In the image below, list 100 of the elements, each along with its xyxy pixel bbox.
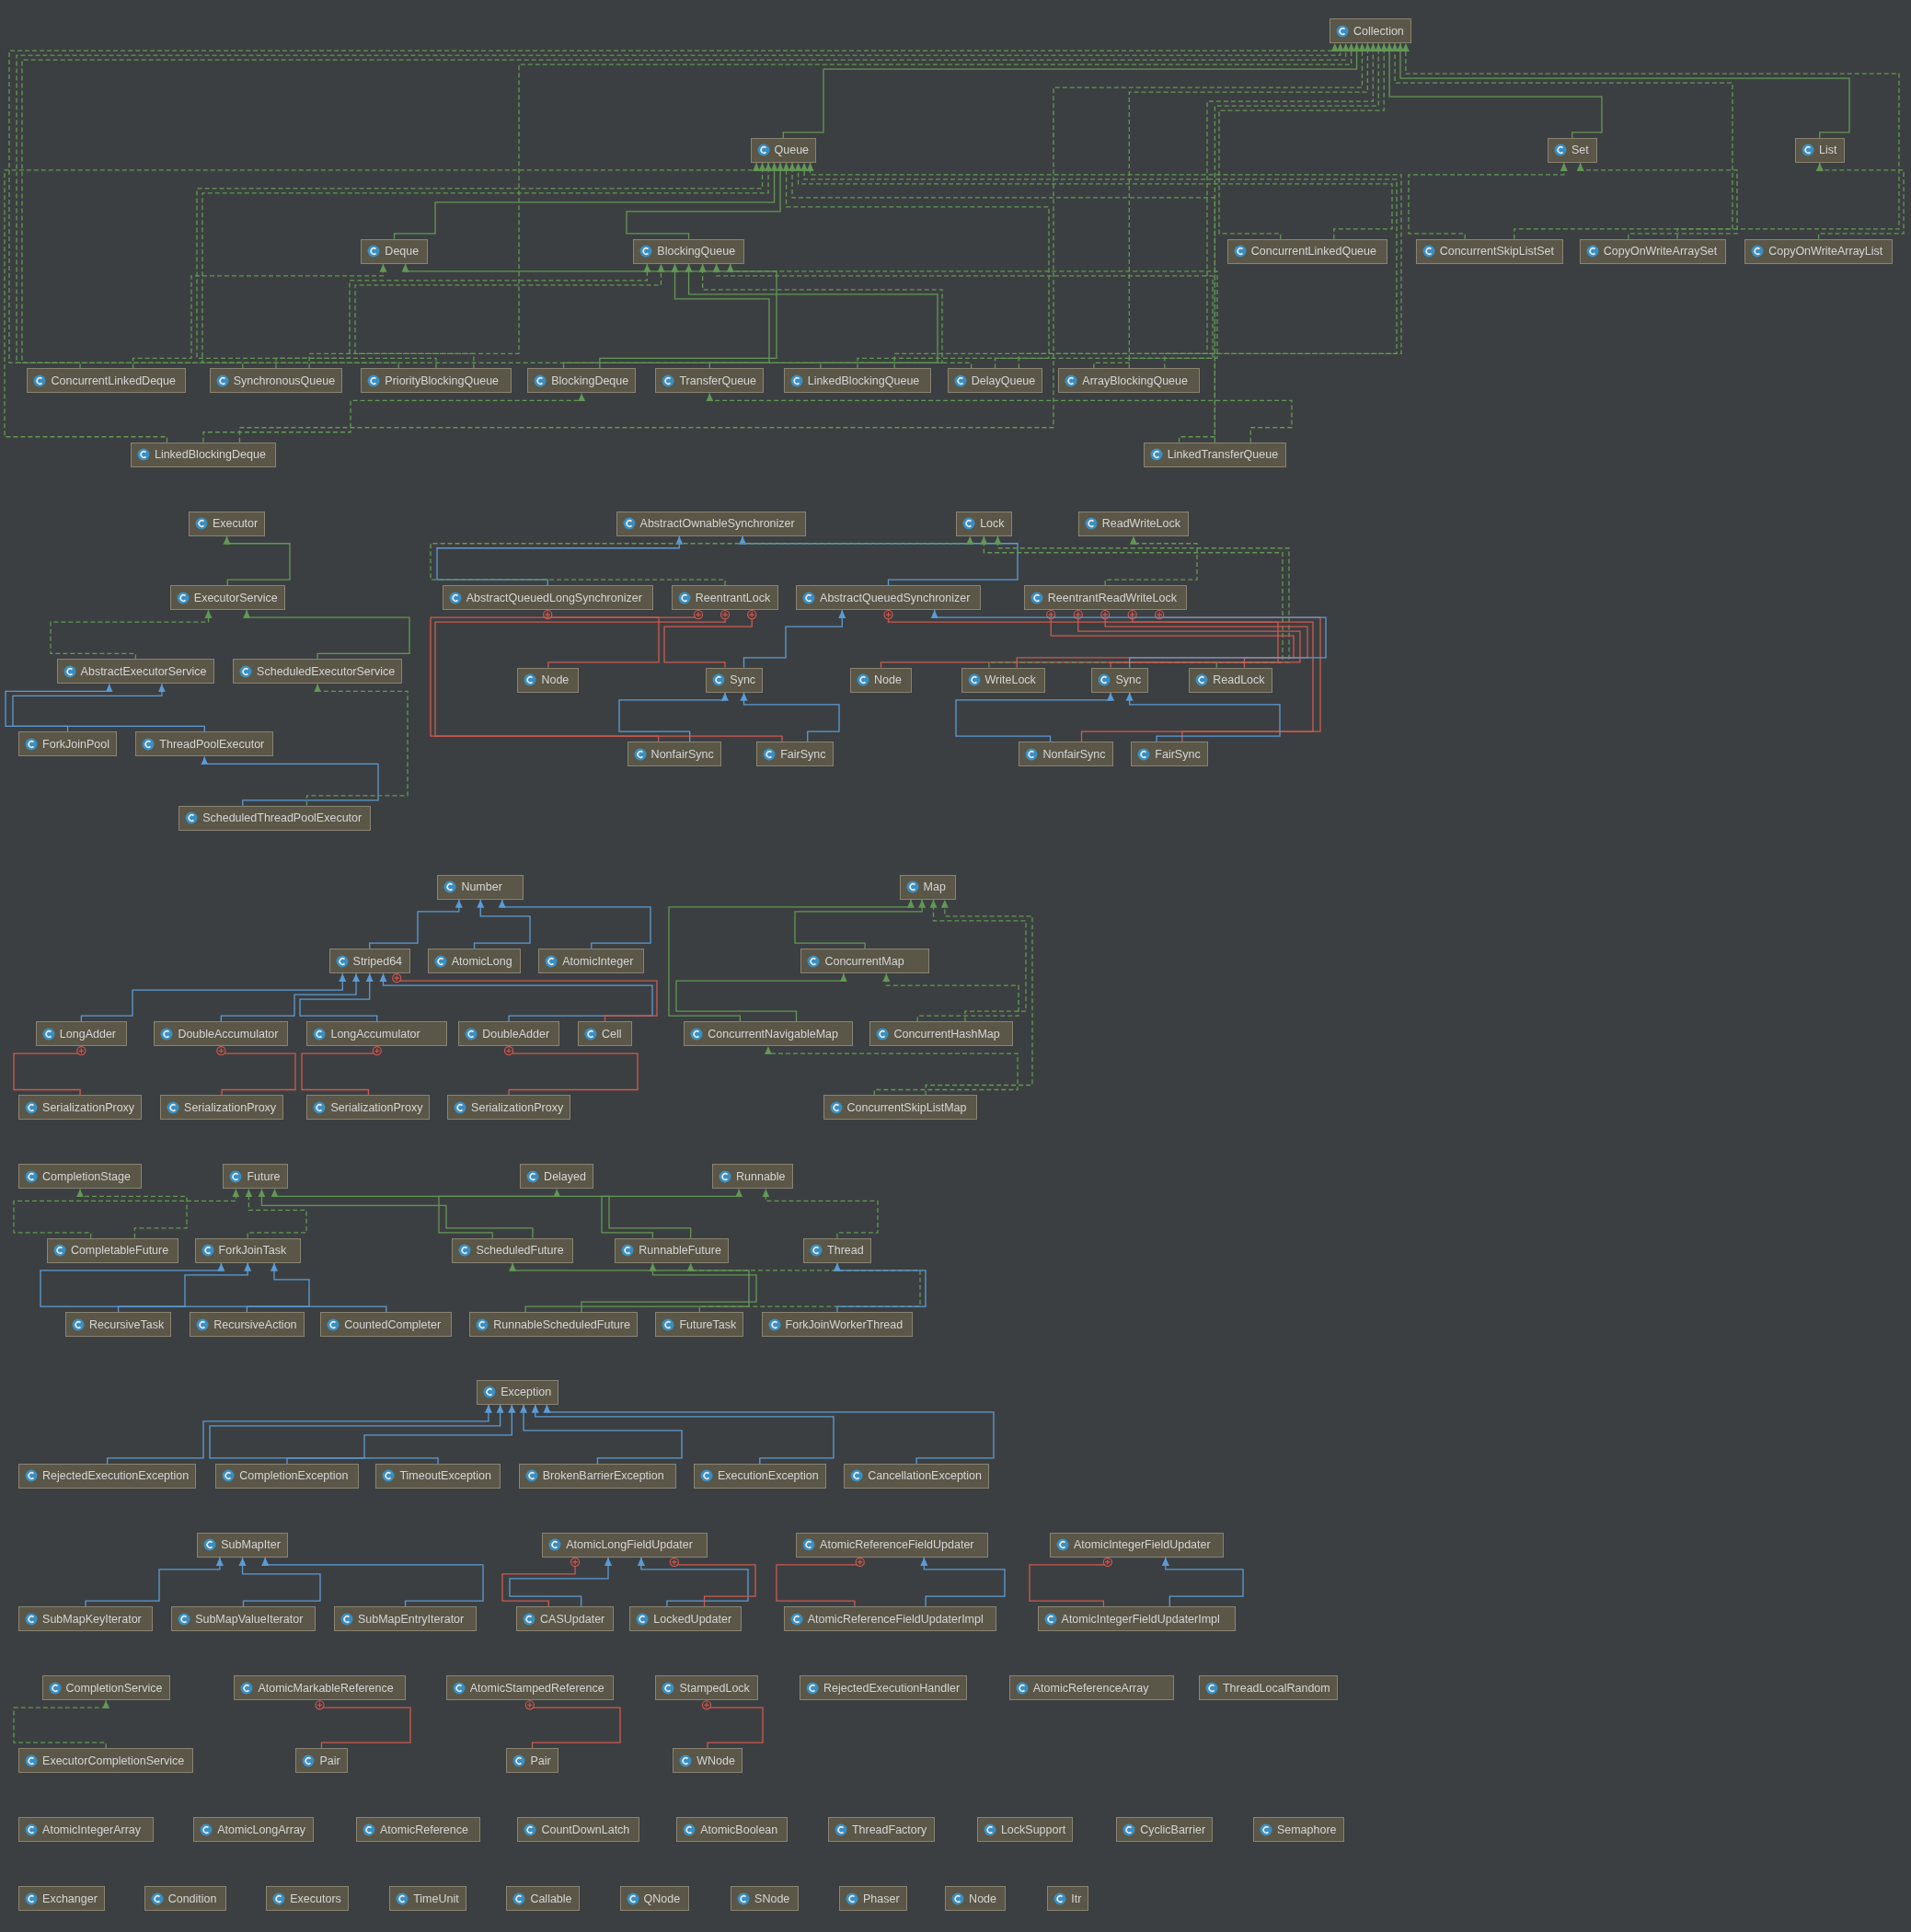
- class-name: AtomicReferenceFieldUpdaterImpl: [807, 1612, 984, 1626]
- class-name: Pair: [319, 1754, 340, 1767]
- class-name: ForkJoinTask: [218, 1244, 287, 1258]
- class-box: [800, 1675, 968, 1701]
- class-box: [619, 1886, 689, 1912]
- class-name: RunnableFuture: [639, 1244, 721, 1258]
- class-box: [1415, 238, 1564, 264]
- inheritance-arrow: [238, 42, 1366, 443]
- class-box: [154, 1021, 289, 1047]
- class-box: [234, 1675, 406, 1701]
- class-box: [1131, 742, 1208, 767]
- class-name: Executor: [212, 517, 259, 531]
- inheritance-arrow: [920, 1557, 1006, 1607]
- class-name: SerializationProxy: [471, 1101, 564, 1114]
- class-box: [209, 368, 343, 394]
- inheritance-arrow: [706, 392, 1293, 443]
- inheritance-arrow: [531, 1404, 835, 1465]
- class-box: [976, 1817, 1074, 1843]
- class-box: [18, 1748, 194, 1774]
- inheritance-arrow: [369, 899, 463, 949]
- class-box: [945, 1886, 1006, 1912]
- class-name: BlockingDeque: [551, 374, 629, 387]
- class-name: BlockingQueue: [657, 245, 736, 259]
- class-name: AbstractOwnableSynchronizer: [639, 517, 795, 531]
- class-name: LongAdder: [59, 1027, 116, 1041]
- inheritance-arrow: [955, 692, 1115, 742]
- inheritance-arrow: [1815, 162, 1905, 240]
- class-box: [506, 1886, 580, 1912]
- class-box: [1077, 511, 1190, 536]
- class-name: ThreadFactory: [851, 1823, 927, 1836]
- class-name: ConcurrentNavigableMap: [708, 1027, 838, 1041]
- class-box: [427, 949, 522, 974]
- class-name: AtomicMarkableReference: [258, 1681, 394, 1695]
- class-name: ExecutionException: [717, 1469, 819, 1483]
- inheritance-arrow: [13, 1188, 240, 1239]
- class-box: [518, 1463, 677, 1489]
- inheritance-arrow: [220, 972, 361, 1022]
- inheritance-arrow: [675, 972, 847, 1022]
- class-box: [1795, 137, 1845, 163]
- class-box: [823, 1095, 977, 1121]
- class-name: SerializationProxy: [184, 1101, 277, 1114]
- class-name: SubMapKeyIterator: [42, 1612, 142, 1626]
- inheritance-arrow: [243, 609, 410, 661]
- inheritance-arrow: [637, 1557, 749, 1607]
- class-box: [233, 659, 403, 684]
- inheritance-arrow: [245, 1188, 307, 1239]
- class-box: [447, 1095, 571, 1121]
- inheritance-arrow: [764, 1045, 1019, 1097]
- class-name: Exchanger: [42, 1892, 98, 1905]
- class-box: [838, 1886, 907, 1912]
- inheritance-arrow: [13, 1699, 110, 1749]
- class-box: [215, 1463, 359, 1489]
- inheritance-arrow: [581, 1262, 757, 1313]
- inheritance-arrow: [40, 1262, 387, 1313]
- class-box: [629, 1606, 743, 1632]
- class-box: [320, 1312, 453, 1338]
- class-name: ConcurrentSkipListMap: [846, 1101, 967, 1114]
- class-box: [458, 1021, 559, 1047]
- inheritance-arrow: [1093, 42, 1372, 370]
- inheritance-arrow: [107, 1404, 492, 1465]
- class-name: Callable: [530, 1892, 572, 1905]
- inheritance-arrow: [509, 1557, 613, 1607]
- class-box: [18, 1817, 155, 1843]
- class-name: AtomicInteger: [562, 954, 634, 968]
- class-name: SynchronousQueue: [233, 374, 336, 387]
- class-name: SerializationProxy: [42, 1101, 135, 1114]
- class-name: ExecutorService: [193, 591, 278, 604]
- class-name: Thread: [827, 1244, 864, 1258]
- class-name: Cell: [602, 1027, 622, 1041]
- class-name: ConcurrentMap: [824, 954, 904, 968]
- inner-class-link: [543, 609, 660, 669]
- class-name: LockSupport: [1000, 1823, 1066, 1836]
- class-box: [1116, 1817, 1214, 1843]
- class-box: [712, 1164, 793, 1190]
- inheritance-arrow: [520, 1404, 683, 1465]
- class-box: [223, 1164, 288, 1190]
- class-name: AtomicReferenceFieldUpdater: [820, 1538, 974, 1552]
- inheritance-arrow: [5, 683, 205, 733]
- class-name: Future: [247, 1169, 281, 1183]
- class-name: CompletionException: [239, 1469, 349, 1483]
- class-box: [35, 1021, 127, 1047]
- class-box: [1049, 1532, 1224, 1558]
- class-name: CompletionService: [65, 1681, 163, 1695]
- inheritance-arrow: [740, 692, 840, 742]
- class-box: [188, 511, 266, 536]
- class-box: [361, 238, 428, 264]
- class-box: [171, 1606, 316, 1632]
- inheritance-arrow: [132, 263, 387, 370]
- class-box: [869, 1021, 1013, 1047]
- class-box: [633, 238, 744, 264]
- inheritance-arrow: [473, 899, 531, 949]
- class-box: [516, 1606, 614, 1632]
- class-box: [655, 1675, 758, 1701]
- class-box: [1019, 742, 1113, 767]
- class-box: [761, 1312, 914, 1338]
- class-box: [956, 511, 1012, 536]
- inner-class-link: [880, 609, 1279, 669]
- class-name: RejectedExecutionException: [42, 1469, 190, 1483]
- class-name: Map: [923, 880, 946, 894]
- inheritance-arrow: [782, 162, 1050, 370]
